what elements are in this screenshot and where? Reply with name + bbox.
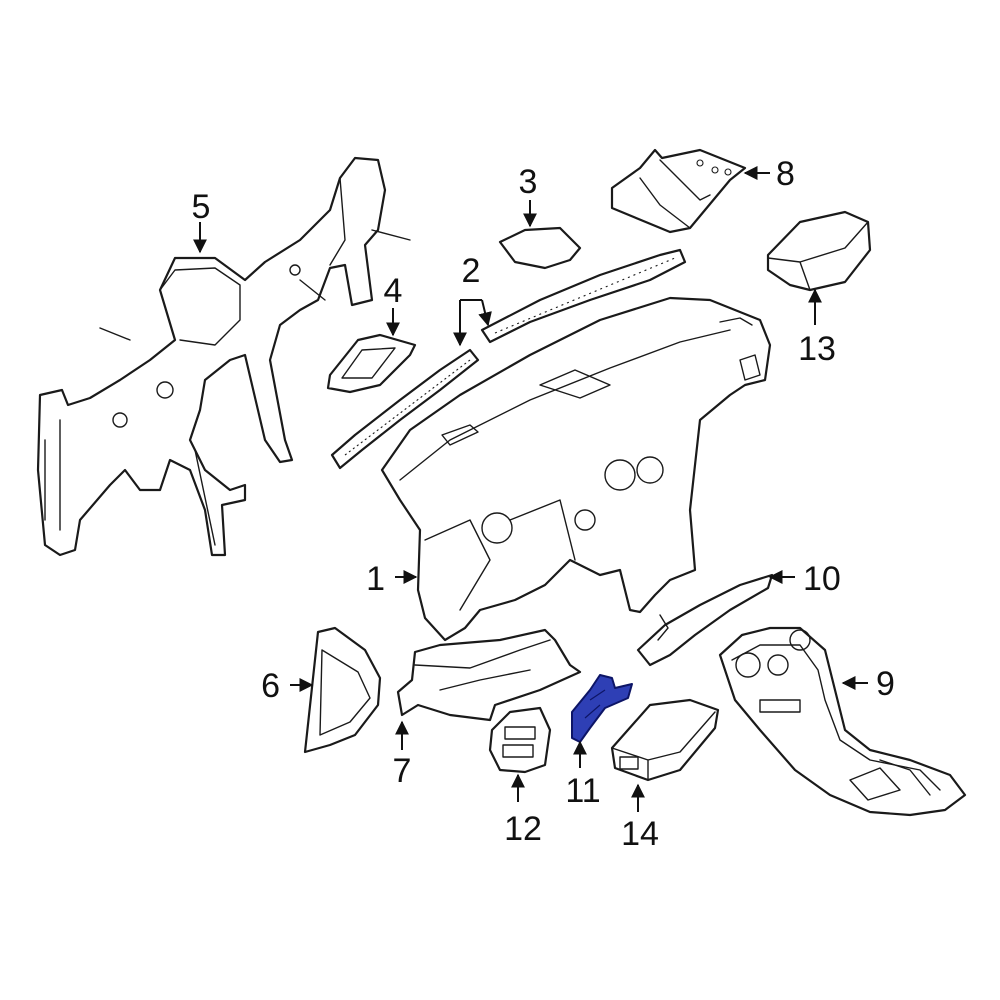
- part-4-vent-trim[interactable]: [326, 333, 417, 394]
- part-8-bracket[interactable]: [610, 148, 747, 234]
- callout-6[interactable]: 6: [261, 667, 280, 705]
- callout-11[interactable]: 11: [565, 772, 600, 810]
- part-11-highlighted-bracket[interactable]: [571, 674, 633, 743]
- part-9-center-console[interactable]: [718, 626, 967, 817]
- part-13-module[interactable]: [766, 210, 872, 292]
- part-12-switch-panel[interactable]: [488, 706, 552, 774]
- callout-1[interactable]: 1: [366, 560, 385, 598]
- part-5-crossbeam[interactable]: [36, 156, 411, 557]
- part-3-cover[interactable]: [498, 226, 582, 270]
- callout-14[interactable]: 14: [621, 815, 659, 853]
- callout-8[interactable]: 8: [776, 155, 795, 193]
- callout-13[interactable]: 13: [798, 330, 836, 368]
- callout-4[interactable]: 4: [384, 272, 403, 310]
- callout-2[interactable]: 2: [462, 252, 481, 290]
- callout-5[interactable]: 5: [192, 188, 211, 226]
- leader-lines: [193, 166, 868, 812]
- callout-3[interactable]: 3: [519, 163, 538, 201]
- callout-7[interactable]: 7: [393, 752, 412, 790]
- part-2-defroster-strips[interactable]: [330, 248, 687, 470]
- part-7-bracket[interactable]: [396, 628, 582, 722]
- callout-12[interactable]: 12: [504, 810, 542, 848]
- callout-10[interactable]: 10: [803, 560, 841, 598]
- callout-9[interactable]: 9: [876, 665, 895, 703]
- callout-labels: 1 2 3 4 5 6 7 8 9 10 11 12 13 14: [192, 155, 895, 853]
- part-10-trim-strip[interactable]: [636, 573, 774, 667]
- part-14-control-unit[interactable]: [610, 698, 720, 782]
- part-1-instrument-panel[interactable]: [380, 296, 772, 642]
- part-6-side-panel[interactable]: [303, 626, 382, 754]
